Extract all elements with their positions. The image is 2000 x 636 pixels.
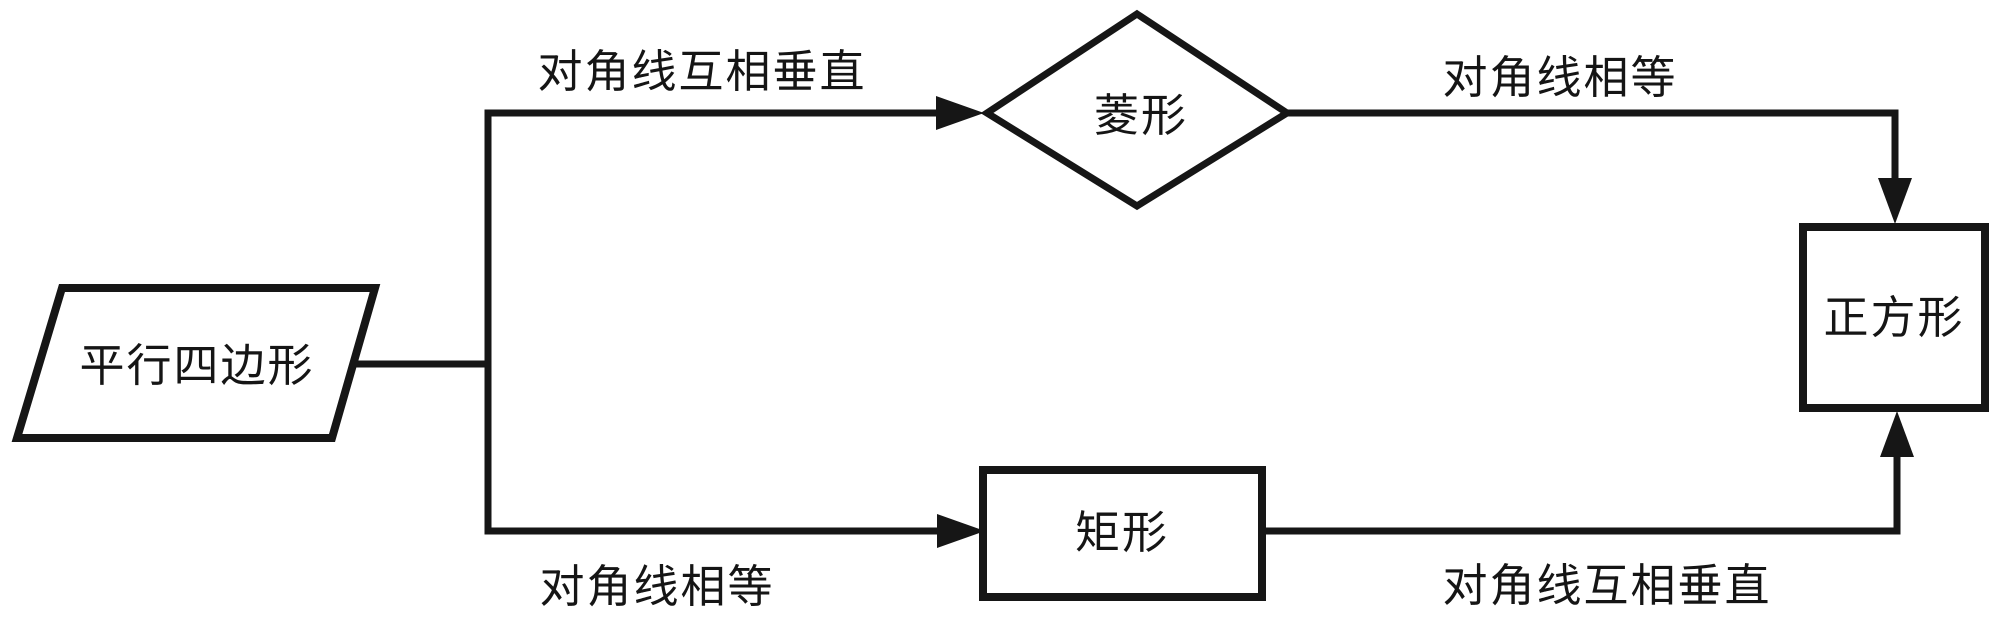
rectangle-shape (979, 466, 1266, 601)
edge-label-equal-top: 对角线相等 (1442, 53, 1677, 103)
square-shape (1799, 223, 1989, 412)
arrowhead-into-rhombus (936, 96, 984, 130)
node-rectangle-label: 矩形 (1075, 508, 1169, 558)
parallelogram-shape (11, 284, 381, 442)
arrowhead-into-square-bottom (1880, 411, 1914, 457)
node-parallelogram: 平行四边形 (11, 284, 381, 442)
arrowhead-into-rectangle (937, 514, 985, 548)
node-rectangle: 矩形 (979, 466, 1266, 601)
edge-label-perpendicular-bottom: 对角线互相垂直 (1442, 561, 1771, 611)
diamond-shape (980, 9, 1294, 211)
node-rhombus: 菱形 (980, 9, 1294, 211)
node-square: 正方形 (1799, 223, 1989, 412)
edge-label-perpendicular-top: 对角线互相垂直 (537, 47, 866, 97)
arrowhead-into-square-top (1878, 178, 1912, 224)
node-rhombus-label: 菱形 (1094, 91, 1188, 141)
node-parallelogram-label: 平行四边形 (79, 341, 314, 391)
node-square-label: 正方形 (1823, 293, 1964, 343)
edge-label-equal-bottom: 对角线相等 (539, 562, 774, 612)
